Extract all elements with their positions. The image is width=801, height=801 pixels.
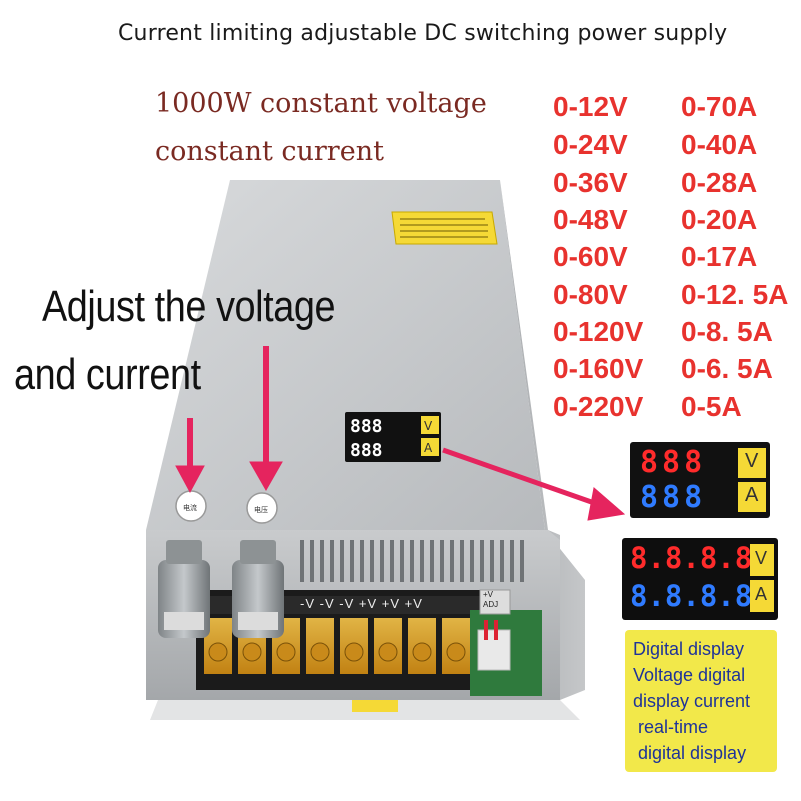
terminal-label: +V xyxy=(381,596,401,611)
adj-label: +V ADJ xyxy=(483,590,499,609)
a-label-tag xyxy=(750,580,774,612)
svg-text:V: V xyxy=(424,419,433,433)
current-range: 0-8. 5A xyxy=(681,316,773,347)
display4-current-digits: 8.8.8.8 xyxy=(630,579,753,613)
terminal-label: +V xyxy=(358,596,378,611)
adjust-callout-line-1: Adjust the voltage xyxy=(42,282,336,331)
voltage-range: 0-12V xyxy=(553,91,628,122)
voltage-range: 0-24V xyxy=(553,129,628,160)
page-title: Current limiting adjustable DC switching… xyxy=(118,21,728,46)
digital-display-note-box xyxy=(625,630,777,772)
svg-text:888: 888 xyxy=(350,440,383,461)
vent-slits xyxy=(300,540,524,582)
svg-text:电压: 电压 xyxy=(254,505,268,514)
current-range: 0-17A xyxy=(681,241,758,272)
display-voltage-digits: 888 xyxy=(640,445,707,480)
current-range: 0-20A xyxy=(681,204,758,235)
v-label-tag xyxy=(738,448,766,478)
display4-voltage-digits: 8.8.8.8 xyxy=(630,541,753,575)
voltage-range: 0-160V xyxy=(553,353,644,384)
adjust-callout-line-2: and current xyxy=(14,350,201,399)
voltage-range: 0-48V xyxy=(553,204,628,235)
voltage-dial-sticker xyxy=(246,492,278,524)
current-range: 0-6. 5A xyxy=(681,353,773,384)
svg-text:A: A xyxy=(424,441,433,455)
current-range: 0-28A xyxy=(681,167,758,198)
case-top xyxy=(146,180,545,530)
case-side xyxy=(500,180,585,700)
arrow-to-current-knob xyxy=(175,418,205,494)
a-label-tag xyxy=(738,482,766,512)
current-range: 0-5A xyxy=(681,391,742,422)
voltage-range: 0-60V xyxy=(553,241,628,272)
svg-text:888: 888 xyxy=(350,416,383,437)
v-label-tag xyxy=(750,544,774,576)
current-range: 0-70A xyxy=(681,91,758,122)
current-range: 0-12. 5A xyxy=(681,279,789,310)
spec-description-line-2: constant current xyxy=(155,136,384,167)
voltage-range: 0-80V xyxy=(553,279,628,310)
svg-text:电流: 电流 xyxy=(183,503,197,512)
spec-description-line-1: 1000W constant voltage xyxy=(155,88,487,119)
terminal-label: -V xyxy=(300,596,315,611)
terminal-label: -V xyxy=(339,596,355,611)
a-label: A xyxy=(755,584,768,604)
voltage-knob xyxy=(232,540,284,638)
voltage-range: 0-120V xyxy=(553,316,644,347)
a-label: A xyxy=(745,484,759,506)
terminal-label: -V xyxy=(319,596,335,611)
arrow-to-display xyxy=(442,447,626,521)
panel-display xyxy=(345,412,441,462)
arrow-to-voltage-knob xyxy=(249,346,283,492)
warning-label xyxy=(391,211,498,245)
v-label: V xyxy=(745,450,759,472)
v-label: V xyxy=(755,548,768,568)
terminal-label: +V xyxy=(404,596,423,611)
current-range: 0-40A xyxy=(681,129,758,160)
voltage-range: 0-36V xyxy=(553,167,628,198)
digital-display-note: Digital display Voltage digital display … xyxy=(633,639,751,763)
current-knob xyxy=(158,540,210,638)
voltage-range: 0-220V xyxy=(553,391,644,422)
terminal-labels: -V -V -V +V +V +V xyxy=(300,596,423,611)
display-current-digits: 888 xyxy=(640,480,707,515)
